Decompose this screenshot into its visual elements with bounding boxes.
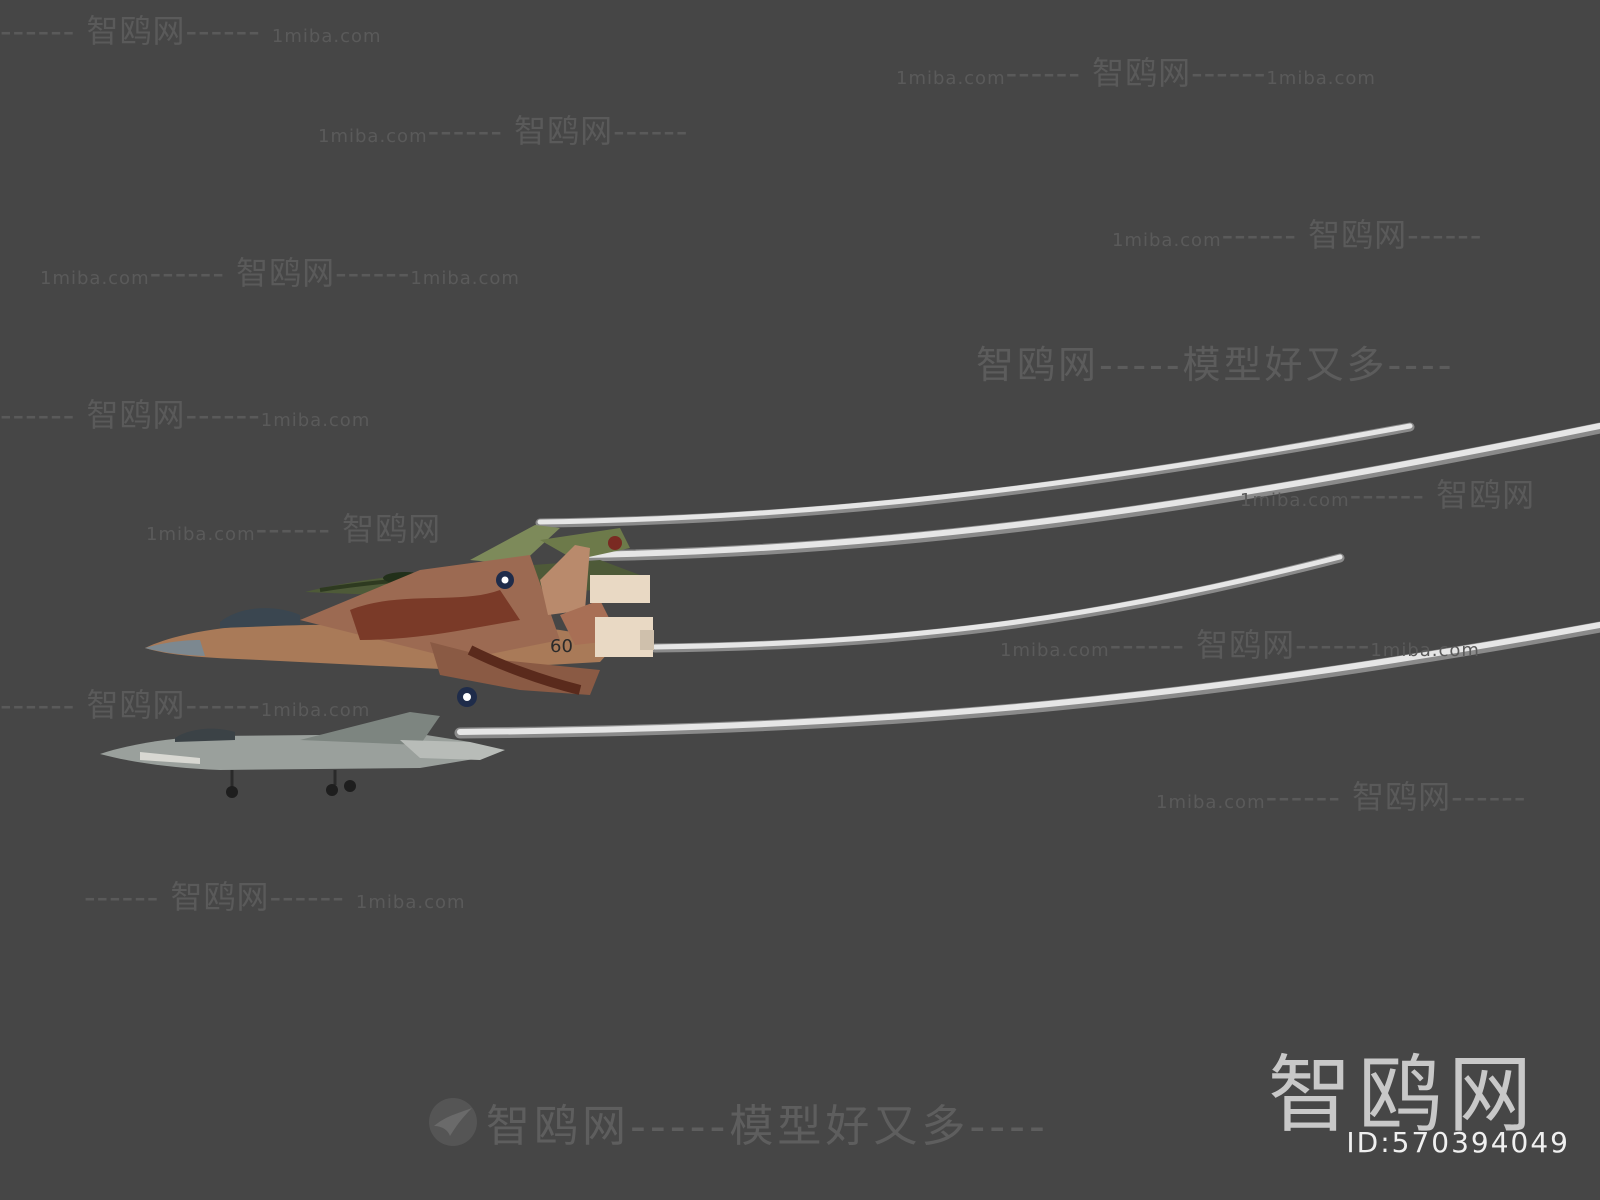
- watermark-4: 1miba.com------ 智鸥网------: [1112, 216, 1483, 254]
- watermark-11: 1miba.com------ 智鸥网------: [1156, 778, 1527, 816]
- watermark-8: 1miba.com------ 智鸥网: [146, 510, 442, 548]
- watermark-3: 1miba.com------ 智鸥网------: [318, 112, 689, 150]
- smoke-trail-4: [454, 621, 1600, 739]
- watermark-10: ------ 智鸥网------1miba.com: [0, 686, 371, 724]
- watermark-12: ------ 智鸥网------ 1miba.com: [84, 878, 466, 916]
- smoke-trail-2: [574, 422, 1600, 562]
- watermark-5: 1miba.com------ 智鸥网------1miba.com: [40, 254, 520, 292]
- watermark-2: 1miba.com------ 智鸥网------1miba.com: [896, 54, 1376, 92]
- desert-jet: 60: [145, 545, 654, 707]
- watermark-slogan-bottom: 智鸥网-----模型好又多----: [486, 1101, 1049, 1152]
- model-id-label: ID:570394049: [1346, 1126, 1570, 1159]
- watermark-slogan-top: 智鸥网-----模型好又多----: [976, 343, 1455, 387]
- smoke-trail-1: [535, 422, 1415, 528]
- bird-logo-icon: [429, 1098, 477, 1146]
- watermark-7: 1miba.com------ 智鸥网: [1240, 476, 1536, 514]
- grey-jet: [100, 712, 505, 798]
- tail-number-label: 60: [550, 636, 573, 657]
- watermark-1: ------ 智鸥网------ 1miba.com: [0, 12, 382, 50]
- brand-logo-text: 智鸥网: [1267, 1046, 1538, 1144]
- watermark-6: ------ 智鸥网------1miba.com: [0, 396, 371, 434]
- smoke-trail-3: [650, 553, 1345, 653]
- watermark-9: 1miba.com------ 智鸥网------1miba.com: [1000, 626, 1480, 664]
- smoke-trails: [454, 422, 1600, 739]
